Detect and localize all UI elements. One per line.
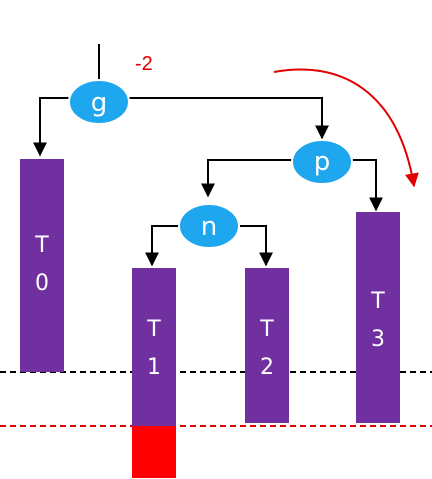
subtree-t1 — [132, 268, 176, 426]
node-g-balance: -2 — [135, 53, 153, 75]
subtree-t1-label-1: T — [146, 317, 161, 342]
edge-p-t3 — [350, 159, 383, 212]
node-n — [178, 203, 240, 249]
node-p — [291, 139, 353, 185]
subtree-t1-label-2: 1 — [147, 355, 161, 380]
edge-n-t2 — [236, 225, 273, 267]
subtree-t3-label-2: 3 — [371, 327, 385, 352]
subtree-t0-label-1: T — [34, 233, 49, 258]
subtree-t0-label-2: 0 — [35, 271, 49, 296]
node-g-label: g — [91, 88, 108, 118]
node-n-label: n — [201, 212, 217, 242]
edge-p-n — [201, 159, 294, 198]
edge-g-t0 — [33, 97, 70, 157]
height-overflow-block — [132, 426, 176, 478]
subtree-t2-label-2: 2 — [260, 355, 274, 380]
node-p-label: p — [314, 147, 331, 177]
subtree-t0 — [20, 159, 64, 372]
subtree-t2-label-1: T — [259, 317, 274, 342]
rotation-arrow-icon — [273, 68, 419, 188]
subtree-t3 — [356, 212, 400, 423]
subtree-t3-label-1: T — [370, 289, 385, 314]
node-g — [68, 79, 130, 125]
edge-g-p — [128, 97, 329, 140]
subtree-t2 — [245, 268, 289, 423]
edge-n-t1 — [145, 225, 182, 267]
